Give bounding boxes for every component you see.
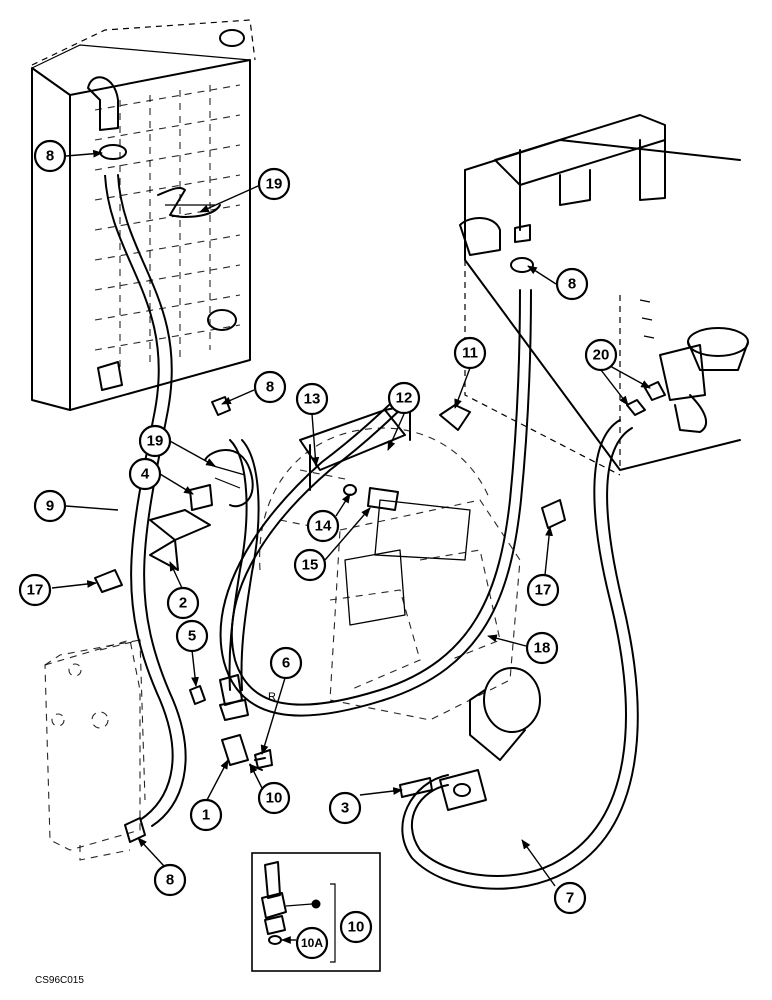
svg-text:6: 6 [282,655,290,672]
callout-4: 4 [128,457,162,491]
callout-20: 20 [584,338,618,372]
port-mark: R [268,691,276,703]
svg-text:8: 8 [166,872,174,889]
svg-text:13: 13 [304,391,321,408]
svg-text:8: 8 [568,276,576,293]
svg-text:15: 15 [302,557,319,574]
callout-8-d: 8 [153,863,187,897]
callout-10A: 10A [295,926,329,960]
svg-text:12: 12 [396,390,413,407]
drawing-code: CS96C015 [35,975,84,986]
svg-text:17: 17 [27,582,44,599]
transmission-housing [259,427,521,721]
svg-text:14: 14 [315,518,332,535]
callout-3: 3 [328,791,362,825]
reservoir-filler-neck [659,327,749,433]
svg-text:10A: 10A [301,936,323,950]
leader-lines [51,149,651,887]
svg-text:9: 9 [46,498,54,515]
hose-18 [230,289,521,706]
radiator-core-grille [94,84,241,370]
hose-7 [410,419,627,877]
svg-text:8: 8 [46,148,54,165]
svg-text:8: 8 [266,379,274,396]
svg-text:10: 10 [348,919,365,936]
control-valve [44,639,146,861]
callout-8-b: 8 [555,267,589,301]
svg-text:4: 4 [141,466,150,483]
callout-11: 11 [453,336,487,370]
svg-text:2: 2 [179,595,187,612]
callout-7: 7 [553,881,587,915]
callout-10-b: 10 [339,910,373,944]
hose-to-fitting [228,439,248,691]
hydraulic-reservoir [459,114,749,476]
radiator-assembly [31,19,256,411]
callout-19-b: 19 [138,424,172,458]
hoses [104,174,639,890]
pump [439,667,541,811]
callout-6: 6 [269,646,303,680]
radiator-hose-9 [104,174,174,821]
callout-8-a: 8 [33,139,67,173]
callout-19-a: 19 [257,167,291,201]
callout-10-a: 10 [257,781,291,815]
svg-text:3: 3 [341,800,349,817]
fitting-detail-inset [251,852,381,972]
svg-text:11: 11 [462,345,478,362]
callout-17-b: 17 [526,573,560,607]
svg-text:5: 5 [188,628,196,645]
callout-8-c: 8 [253,370,287,404]
svg-text:18: 18 [534,640,551,657]
callout-1: 1 [189,798,223,832]
callout-2: 2 [166,586,200,620]
callout-14: 14 [306,509,340,543]
svg-text:7: 7 [566,890,574,907]
svg-text:20: 20 [593,347,610,364]
callout-13: 13 [295,382,329,416]
callout-15: 15 [293,548,327,582]
callout-18: 18 [525,631,559,665]
callout-5: 5 [175,619,209,653]
callout-9: 9 [33,489,67,523]
svg-text:1: 1 [202,807,210,824]
svg-text:19: 19 [147,433,164,450]
svg-text:17: 17 [535,582,552,599]
svg-text:19: 19 [266,176,283,193]
callout-17-a: 17 [18,573,52,607]
svg-text:10: 10 [266,790,283,807]
callout-12: 12 [387,381,421,415]
